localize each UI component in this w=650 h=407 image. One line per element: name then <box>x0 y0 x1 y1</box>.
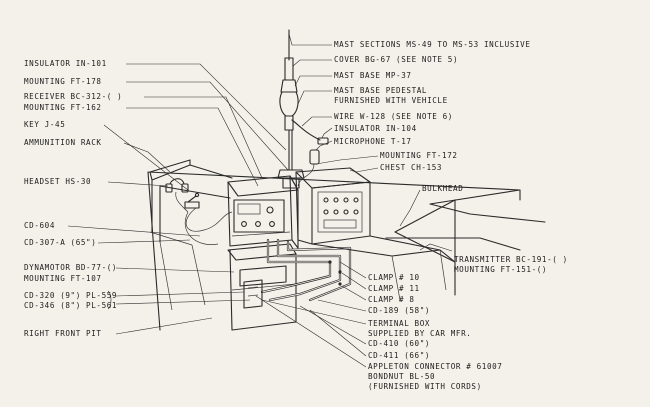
clamp-10-mark <box>328 260 332 264</box>
label-cd410: CD-410 (60") <box>368 339 430 348</box>
label-mast-base: MAST BASE MP-37 <box>334 71 412 80</box>
label-mounting-178: MOUNTING FT-178 <box>24 77 102 86</box>
label-clamp11: CLAMP # 11 <box>368 284 420 293</box>
label-appleton-1: APPLETON CONNECTOR # 61007 <box>368 362 502 371</box>
label-appleton-2: BONDNUT BL-50 <box>368 372 435 381</box>
label-cd189: CD-189 (58") <box>368 306 430 315</box>
label-wire: WIRE W-128 (SEE NOTE 6) <box>334 112 453 121</box>
cord-cd307 <box>184 211 219 245</box>
label-cd604: CD-604 <box>24 221 55 230</box>
ammunition-rack <box>149 159 233 243</box>
label-ammo-rack: AMMUNITION RACK <box>24 138 102 147</box>
label-dynamotor: DYNAMOTOR BD-77-() <box>24 263 117 272</box>
label-chest: CHEST CH-153 <box>380 163 442 172</box>
label-appleton-3: (FURNISHED WITH CORDS) <box>368 382 482 391</box>
leader-lines <box>67 33 453 368</box>
label-cd307: CD-307-A (65") <box>24 238 96 247</box>
label-pedestal-2: FURNISHED WITH VEHICLE <box>334 96 448 105</box>
mast-assembly <box>277 29 305 189</box>
transmitter-bc191 <box>295 167 371 245</box>
label-mounting-151: MOUNTING FT-151-() <box>454 265 547 274</box>
label-mounting-172: MOUNTING FT-172 <box>380 151 458 160</box>
label-mast-sections: MAST SECTIONS MS-49 TO MS-53 INCLUSIVE <box>334 40 531 49</box>
label-front-pit: RIGHT FRONT PIT <box>24 329 102 338</box>
label-receiver: RECEIVER BC-312-( ) <box>24 92 122 101</box>
label-transmitter: TRANSMITTER BC-191-( ) <box>454 255 568 264</box>
key-j45 <box>184 192 200 209</box>
label-clamp10: CLAMP # 10 <box>368 273 420 282</box>
dynamotor-bd77 <box>227 243 297 331</box>
label-insulator-104: INSULATOR IN-104 <box>334 124 417 133</box>
label-terminal-2: SUPPLIED BY CAR MFR. <box>368 329 471 338</box>
label-cd346: CD-346 (8") PL-561 <box>24 301 117 310</box>
callout-labels: MAST SECTIONS MS-49 TO MS-53 INCLUSIVE C… <box>24 40 568 391</box>
label-mounting-162: MOUNTING FT-162 <box>24 103 102 112</box>
label-cd320: CD-320 (9") PL-559 <box>24 291 117 300</box>
label-insulator-101: INSULATOR IN-101 <box>24 59 107 68</box>
clamp-11-mark <box>338 270 342 274</box>
right-floor <box>391 249 447 301</box>
label-pedestal-1: MAST BASE PEDESTAL <box>334 86 427 95</box>
terminal-box <box>243 279 263 309</box>
microphone-t17 <box>297 149 320 187</box>
left-wall <box>149 231 206 311</box>
equipment-drawing <box>147 29 546 331</box>
cable-harness <box>260 238 352 302</box>
receiver-bc312 <box>227 175 299 249</box>
label-headset: HEADSET HS-30 <box>24 177 91 186</box>
insulator-in104 <box>317 137 329 145</box>
label-microphone: MICROPHONE T-17 <box>334 137 412 146</box>
clamp-8-mark <box>338 282 342 286</box>
label-bulkhead: BULKHEAD <box>422 184 463 193</box>
label-mounting-107: MOUNTING FT-107 <box>24 274 102 283</box>
hull-floor-line <box>147 171 546 331</box>
label-cd411: CD-411 (66") <box>368 351 430 360</box>
headset-hs30 <box>165 178 189 213</box>
label-cover: COVER BG-67 (SEE NOTE 5) <box>334 55 458 64</box>
cord-cd604 <box>185 207 233 232</box>
wire-w128 <box>291 119 321 141</box>
label-terminal-1: TERMINAL BOX <box>368 319 430 328</box>
label-key: KEY J-45 <box>24 120 65 129</box>
label-clamp8: CLAMP # 8 <box>368 295 415 304</box>
